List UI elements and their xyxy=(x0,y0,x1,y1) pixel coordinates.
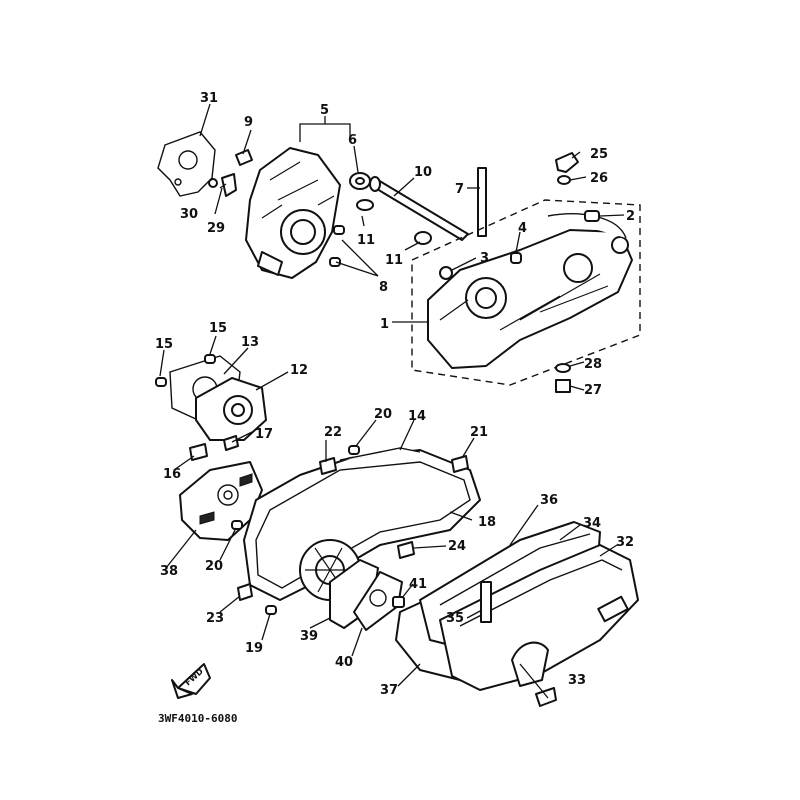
callout-labels: 31 9 5 6 10 7 11 11 8 30 29 25 26 2 3 4 … xyxy=(155,91,635,698)
label-31: 31 xyxy=(200,91,218,106)
label-35: 35 xyxy=(446,611,464,626)
label-14: 14 xyxy=(408,409,426,424)
label-3: 3 xyxy=(480,251,489,266)
label-7: 7 xyxy=(455,182,464,197)
part-27-drain-bolt xyxy=(555,379,571,393)
part-12-pump-cover xyxy=(195,377,267,441)
part-22-bolt xyxy=(319,457,337,475)
part-17-screw xyxy=(223,435,239,451)
part-11-seal-upper xyxy=(356,199,374,211)
part-35-strip xyxy=(480,581,492,623)
part-11-seal-lower xyxy=(414,231,432,245)
label-18: 18 xyxy=(478,515,496,530)
part-15-dowel-top xyxy=(204,354,216,364)
label-34: 34 xyxy=(583,516,601,531)
label-13: 13 xyxy=(241,335,259,350)
part-10-shaft xyxy=(369,176,469,241)
label-29: 29 xyxy=(207,221,225,236)
label-36: 36 xyxy=(540,493,558,508)
label-20-left: 20 xyxy=(205,559,223,574)
label-8: 8 xyxy=(379,280,388,295)
part-6-bearing xyxy=(349,172,371,190)
part-7-rod xyxy=(477,167,487,237)
part-31-gasket xyxy=(157,131,216,197)
part-30-washer xyxy=(208,178,218,188)
part-20-dowel-top xyxy=(348,445,360,455)
part-28-gasket xyxy=(555,363,571,373)
label-24: 24 xyxy=(448,539,466,554)
label-22: 22 xyxy=(324,425,342,440)
label-30: 30 xyxy=(180,207,198,222)
label-39: 39 xyxy=(300,629,318,644)
label-9: 9 xyxy=(244,115,253,130)
label-12: 12 xyxy=(290,363,308,378)
part-1-crankcase-right xyxy=(411,199,641,386)
label-26: 26 xyxy=(590,171,608,186)
label-32: 32 xyxy=(616,535,634,550)
part-32-outer-cover xyxy=(439,544,639,691)
part-14-gasket xyxy=(339,447,421,461)
part-26-oring xyxy=(557,175,571,185)
label-23: 23 xyxy=(206,611,224,626)
label-28: 28 xyxy=(584,357,602,372)
label-20-top: 20 xyxy=(374,407,392,422)
label-38: 38 xyxy=(160,564,178,579)
part-16-screw xyxy=(189,443,208,461)
part-33-screw xyxy=(519,663,557,707)
part-5-crankcase-left xyxy=(245,147,341,279)
label-37: 37 xyxy=(380,683,398,698)
part-24-bolt xyxy=(397,541,415,559)
label-10: 10 xyxy=(414,165,432,180)
label-15-left: 15 xyxy=(155,337,173,352)
label-41: 41 xyxy=(409,577,427,592)
fwd-arrow-icon xyxy=(171,663,211,699)
label-2: 2 xyxy=(626,209,635,224)
label-27: 27 xyxy=(584,383,602,398)
part-21-bolt xyxy=(451,455,469,473)
part-20-dowel-left xyxy=(231,520,243,530)
part-8-dowels xyxy=(329,225,345,267)
label-15-top: 15 xyxy=(209,321,227,336)
label-16: 16 xyxy=(163,467,181,482)
label-21: 21 xyxy=(470,425,488,440)
label-11-upper: 11 xyxy=(357,233,375,248)
part-34-seal xyxy=(439,533,591,606)
part-2-cap xyxy=(584,210,600,222)
label-25: 25 xyxy=(590,147,608,162)
label-1: 1 xyxy=(380,317,389,332)
label-5: 5 xyxy=(320,103,329,118)
part-4-dowel xyxy=(510,252,522,264)
part-41-nut xyxy=(392,596,405,608)
part-3-seal xyxy=(439,266,453,280)
label-33: 33 xyxy=(568,673,586,688)
part-18-crankcase-cover xyxy=(243,449,481,601)
part-29-clip xyxy=(221,173,237,197)
part-15-dowel-left xyxy=(155,377,167,387)
label-40: 40 xyxy=(335,655,353,670)
label-17: 17 xyxy=(255,427,273,442)
label-4: 4 xyxy=(518,221,527,236)
label-11-lower: 11 xyxy=(385,253,403,268)
catalog-code: 3WF4010-6080 xyxy=(158,712,237,725)
part-40-bracket xyxy=(353,571,403,631)
leader-lines xyxy=(159,103,625,687)
part-23-bolt xyxy=(237,583,253,601)
label-19: 19 xyxy=(245,641,263,656)
label-6: 6 xyxy=(348,133,357,148)
part-19-dowel xyxy=(265,605,277,615)
